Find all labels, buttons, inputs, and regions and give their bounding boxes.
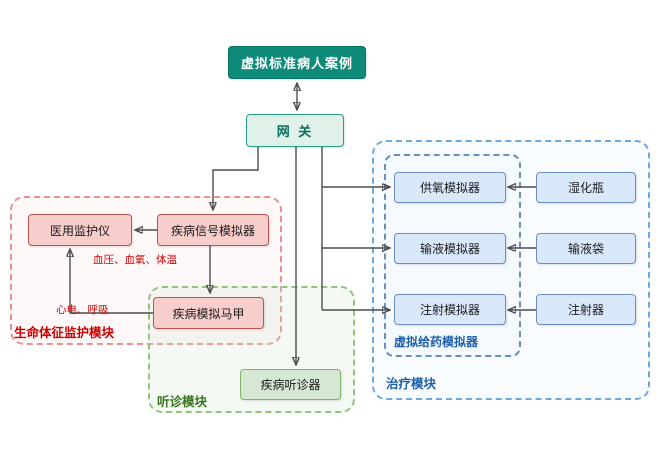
- vitals-module-label: 生命体征监护模块: [14, 325, 115, 340]
- humidifier-bottle-node: 湿化瓶: [536, 172, 636, 203]
- medical-monitor-node: 医用监护仪: [28, 214, 132, 246]
- injection-simulator-node: 注射模拟器: [394, 294, 506, 325]
- disease-simulation-vest-node: 疾病模拟马甲: [153, 297, 264, 329]
- drug-delivery-module-label: 虚拟给药模拟器: [394, 335, 479, 349]
- infusion-bag-node: 输液袋: [536, 233, 636, 264]
- auscultation-module-label: 听诊模块: [157, 394, 208, 409]
- gateway-node: 网 关: [246, 114, 344, 147]
- patient-case-node: 虚拟标准病人案例: [228, 46, 366, 79]
- treatment-module-label: 治疗模块: [386, 376, 437, 391]
- disease-stethoscope-node: 疾病听诊器: [240, 369, 341, 400]
- annotation-bp-spo2-temp: 血压、血氧、体温: [93, 254, 177, 266]
- infusion-simulator-node: 输液模拟器: [394, 233, 506, 264]
- annotation-ecg-respiration: 心电、呼吸: [56, 304, 109, 316]
- oxygen-supply-simulator-node: 供氧模拟器: [394, 172, 506, 203]
- disease-signal-simulator-node: 疾病信号模拟器: [157, 214, 269, 246]
- syringe-node: 注射器: [536, 294, 636, 325]
